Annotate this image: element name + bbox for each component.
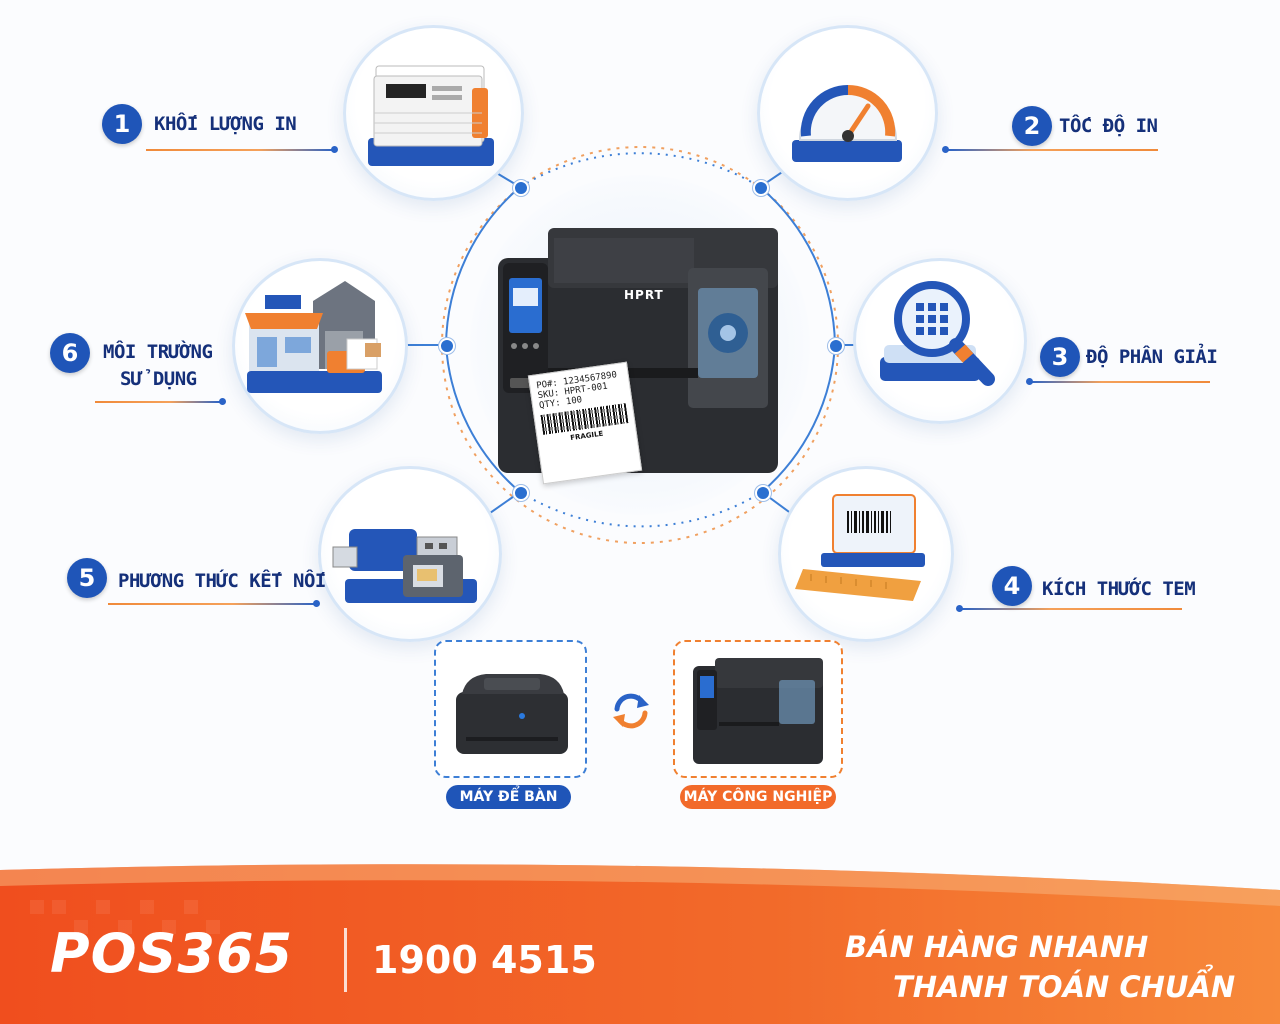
feature-label-3: ĐỘ PHÂN GIẢI (1086, 346, 1218, 368)
feature-label-6-line1: MÔI TRƯỜNG (103, 341, 213, 363)
feature-underline-dot (956, 605, 963, 612)
feature-label-6-line2: SỬ DỤNG (120, 368, 197, 390)
feature-underline (962, 608, 1182, 610)
feature-number-4: 4 (992, 566, 1032, 606)
feature-underline-dot (942, 146, 949, 153)
industrial-printer-label: MÁY CÔNG NGHIỆP (680, 785, 836, 809)
feature-number-3: 3 (1040, 337, 1080, 377)
industrial-printer-card (673, 640, 843, 778)
orbit-node (828, 338, 844, 354)
feature-underline-dot (219, 398, 226, 405)
feature-underline-dot (1026, 378, 1033, 385)
feature-number-6: 6 (50, 333, 90, 373)
feature-number-1: 1 (102, 104, 142, 144)
footer-banner (0, 864, 1280, 1024)
orbit-node (753, 180, 769, 196)
speedometer-icon (792, 84, 902, 162)
feature-label-2: TỐC ĐỘ IN (1059, 115, 1158, 137)
magnifier-grid-icon (880, 281, 995, 386)
slogan-line2: THANH TOÁN CHUẨN (893, 970, 1236, 1004)
orbit-arc-bottom-right (761, 344, 836, 493)
store-warehouse-icon (245, 281, 382, 393)
feature-bubble-1 (343, 25, 524, 201)
orbit-node (513, 180, 529, 196)
orbit-arc-top (519, 152, 761, 188)
usb-ethernet-icon (332, 529, 477, 603)
hotline-number: 1900 4515 (372, 938, 597, 982)
industrial-printer-small-illustration (693, 658, 823, 764)
feature-label-5: PHƯƠNG THỨC KẾT NỐI (118, 570, 326, 592)
feature-underline (146, 149, 334, 151)
orbit-node (755, 485, 771, 501)
swap-arrows-icon (609, 689, 653, 733)
feature-bubble-3 (853, 258, 1027, 424)
orbit-node (513, 485, 529, 501)
feature-bubble-5 (318, 466, 502, 642)
feature-number-5: 5 (67, 558, 107, 598)
feature-bubble-4 (778, 466, 954, 642)
feature-underline (108, 603, 316, 605)
feature-underline (95, 401, 220, 403)
desktop-printer-label: MÁY ĐỂ BÀN (446, 785, 571, 809)
slogan-line1: BÁN HÀNG NHANH (845, 930, 1149, 964)
label-stack-icon (368, 65, 494, 166)
feature-underline-dot (313, 600, 320, 607)
feature-number-2: 2 (1012, 106, 1052, 146)
feature-underline (1030, 381, 1210, 383)
barcode-label-ruler-icon (795, 494, 925, 601)
orbit-arc-top-right (759, 186, 836, 346)
orbit-arc-top-left (445, 186, 521, 346)
printer-brand: HPRT (624, 288, 664, 302)
feature-bubble-2 (757, 25, 938, 201)
printed-label: PO#: 1234567890 SKU: HPRT-001 QTY: 100 F… (527, 361, 643, 485)
feature-underline-dot (331, 146, 338, 153)
desktop-printer-card (434, 640, 587, 778)
orbit-arc-bottom-left (445, 344, 521, 493)
orbit-node (439, 338, 455, 354)
brand-logo: POS365 (50, 922, 294, 985)
feature-bubble-6 (232, 258, 408, 434)
feature-label-4: KÍCH THƯỚC TEM (1042, 578, 1196, 600)
feature-underline (948, 149, 1158, 151)
feature-label-1: KHỐI LƯỢNG IN (154, 113, 297, 135)
desktop-printer-illustration (456, 674, 568, 754)
